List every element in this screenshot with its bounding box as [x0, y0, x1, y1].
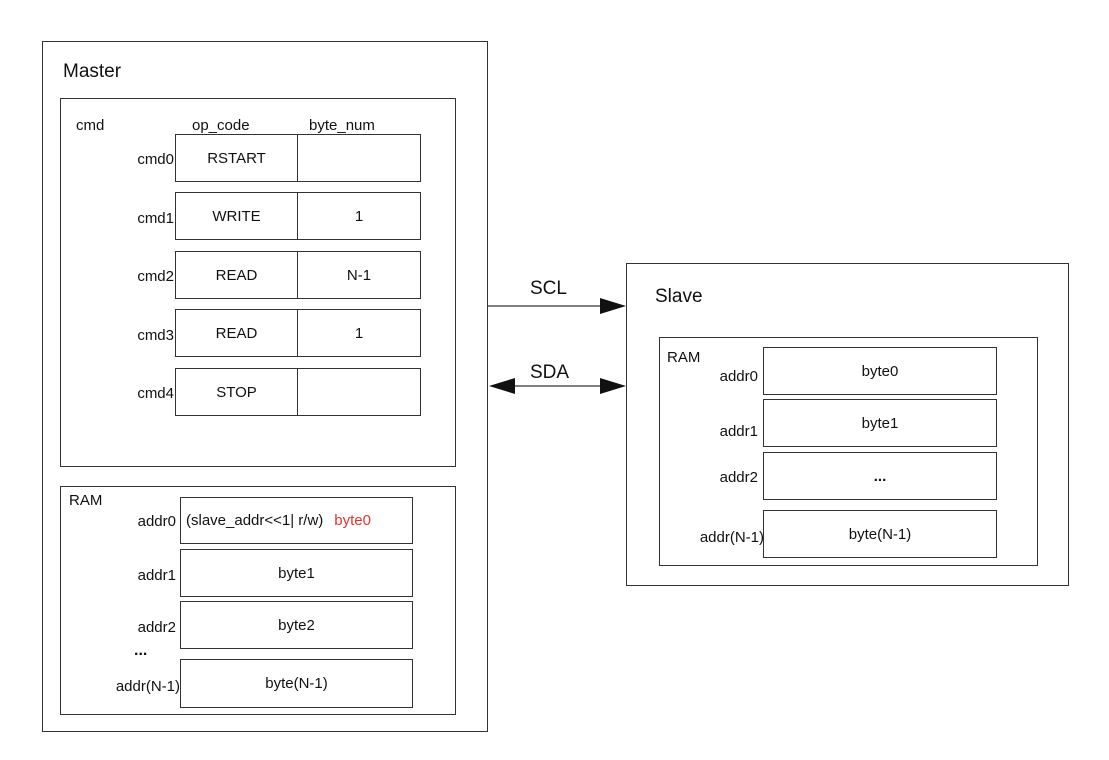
- sda-label: SDA: [530, 362, 570, 383]
- cmd-bytes-cell: [297, 134, 421, 182]
- cmd-bytes-cell: 1: [297, 192, 421, 240]
- cmd-bytes-cell: N-1: [297, 251, 421, 299]
- byte0-tag: byte0: [334, 512, 371, 529]
- slave-ram-byte-cell: byte0: [763, 347, 997, 395]
- master-ram-addr-label: addr0: [137, 513, 176, 530]
- slave-ram-addr-label: addr1: [719, 423, 758, 440]
- slave-ram-byte-cell: ...: [763, 452, 997, 500]
- cmd-row-label: cmd2: [137, 268, 174, 285]
- cmd-op-cell: STOP: [175, 368, 298, 416]
- cmd-row-label: cmd1: [137, 210, 174, 227]
- master-ram-addr-label: addr2: [137, 619, 176, 636]
- master-ram-addr-label: addr(N-1): [115, 678, 180, 695]
- slave-title: Slave: [655, 286, 703, 307]
- cmd-col-byte-num: byte_num: [309, 117, 375, 134]
- master-ram-byte-cell: byte1: [180, 549, 413, 597]
- scl-label: SCL: [530, 278, 567, 299]
- slave-addr-expression: (slave_addr<<1| r/w): [186, 512, 324, 529]
- cmd-row-label: cmd0: [137, 151, 174, 168]
- cmd-title: cmd: [76, 117, 105, 134]
- cmd-row-label: cmd3: [137, 327, 174, 344]
- cmd-row-label: cmd4: [137, 385, 174, 402]
- cmd-op-cell: READ: [175, 309, 298, 357]
- master-ram-byte-cell: byte2: [180, 601, 413, 649]
- master-ram-ellipsis: ...: [134, 642, 148, 659]
- slave-ram-byte-cell: byte(N-1): [763, 510, 997, 558]
- slave-ram-byte-cell: byte1: [763, 399, 997, 447]
- slave-ram-title: RAM: [667, 349, 701, 366]
- cmd-col-op-code: op_code: [192, 117, 250, 134]
- cmd-op-cell: RSTART: [175, 134, 298, 182]
- master-ram-byte-cell: byte(N-1): [180, 659, 413, 708]
- cmd-op-cell: WRITE: [175, 192, 298, 240]
- cmd-bytes-cell: [297, 368, 421, 416]
- slave-ram-addr-label: addr0: [719, 368, 758, 385]
- cmd-bytes-cell: 1: [297, 309, 421, 357]
- slave-ram-addr-label: addr2: [719, 469, 758, 486]
- master-ram-title: RAM: [69, 492, 103, 509]
- master-ram-addr0-cell: (slave_addr<<1| r/w) byte0: [180, 497, 413, 544]
- master-title: Master: [63, 61, 122, 82]
- master-ram-addr-label: addr1: [137, 567, 176, 584]
- slave-ram-addr-label: addr(N-1): [699, 529, 764, 546]
